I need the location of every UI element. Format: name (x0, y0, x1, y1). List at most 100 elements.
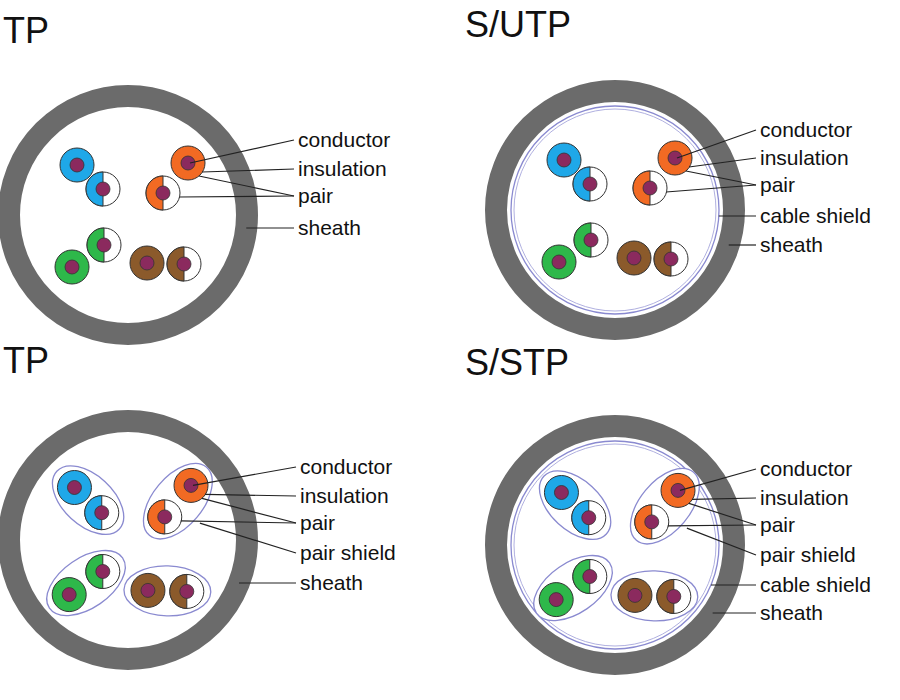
cable-shield (514, 444, 716, 646)
leader-line (713, 612, 756, 613)
conductor (584, 233, 598, 247)
pair-shield (527, 458, 623, 552)
insulated-wire (86, 172, 120, 206)
conductor (140, 256, 154, 270)
part-label: pair (300, 511, 335, 535)
part-label: pair shield (300, 541, 396, 565)
insulated-wire (146, 176, 180, 210)
insulated-wire (547, 143, 581, 177)
leader-line (711, 584, 756, 585)
pair-shield (522, 542, 623, 633)
pair-shield (123, 565, 211, 617)
conductor (96, 182, 110, 196)
conductor (668, 151, 682, 165)
conductor (554, 486, 568, 500)
leader-line (179, 196, 294, 197)
insulated-wire (87, 228, 121, 262)
insulated-wire (170, 574, 204, 608)
cable-cross-section (496, 91, 734, 329)
part-label: pair (298, 184, 333, 208)
pair-shield (610, 570, 698, 622)
insulated-wire (86, 555, 120, 589)
conductor (645, 515, 659, 529)
part-label: conductor (760, 118, 852, 142)
part-label: sheath (300, 571, 363, 595)
insulated-wire (57, 471, 91, 505)
part-label: insulation (760, 146, 849, 170)
conductor (583, 570, 597, 584)
cable-shield (511, 441, 719, 649)
insulated-wire (539, 583, 573, 617)
conductor (96, 565, 110, 579)
cable-shield (514, 109, 716, 311)
leader-line (729, 244, 756, 245)
conductor (582, 511, 596, 525)
leader-line (199, 176, 294, 196)
insulated-wire (174, 468, 208, 502)
insulated-wire (55, 250, 89, 284)
insulated-wire (633, 171, 667, 205)
part-label: conductor (760, 457, 852, 481)
cable-shield (511, 106, 719, 314)
insulated-wire (658, 141, 692, 175)
leader-line (677, 130, 756, 158)
cable-cross-section (9, 421, 247, 659)
insulated-wire (131, 573, 165, 607)
part-label: cable shield (760, 204, 871, 228)
leader-line (239, 582, 296, 583)
cable-type-heading: S/UTP (465, 4, 571, 46)
leader-line (668, 524, 756, 526)
conductor (62, 588, 76, 602)
cable-type-heading: TP (3, 340, 49, 382)
part-label: insulation (760, 486, 849, 510)
conductor (97, 238, 111, 252)
conductor (181, 156, 195, 170)
leader-line (246, 227, 294, 228)
leader-lines (179, 130, 756, 613)
leader-line (680, 469, 756, 490)
insulated-wire (654, 242, 688, 276)
leader-line (202, 498, 296, 523)
sheath-ring (9, 421, 247, 659)
insulated-wire (171, 146, 205, 180)
leader-line (193, 467, 296, 485)
sheath-ring (496, 91, 734, 329)
conductor (549, 593, 563, 607)
leader-line (689, 503, 756, 525)
conductor (667, 589, 681, 603)
conductor (552, 255, 566, 269)
conductor (627, 251, 641, 265)
cable-type-heading: S/STP (465, 342, 569, 384)
insulated-wire (635, 505, 669, 539)
insulated-wire (52, 578, 86, 612)
insulated-wire (85, 496, 119, 530)
conductor (557, 153, 571, 167)
leader-line (666, 185, 756, 192)
conductor (664, 252, 678, 266)
leader-line (687, 528, 756, 555)
part-label: pair (760, 173, 795, 197)
insulated-wire (544, 476, 578, 510)
insulated-wire (573, 560, 607, 594)
cable-type-heading: TP (3, 10, 49, 52)
conductor (95, 506, 109, 520)
cable-cross-section (496, 426, 734, 664)
sheath-ring (9, 96, 247, 334)
leader-line (692, 498, 756, 499)
part-label: sheath (760, 233, 823, 257)
insulated-wire (148, 500, 182, 534)
leader-line (200, 523, 296, 553)
conductor (180, 584, 194, 598)
leader-line (686, 171, 756, 185)
conductor (156, 186, 170, 200)
leader-line (202, 169, 294, 172)
conductor (177, 257, 191, 271)
insulated-wire (661, 473, 695, 507)
insulated-wire (167, 247, 201, 281)
conductor (70, 158, 84, 172)
leader-line (689, 158, 756, 167)
cable-cross-section (9, 96, 247, 334)
leader-line (719, 215, 756, 216)
part-label: sheath (760, 601, 823, 625)
